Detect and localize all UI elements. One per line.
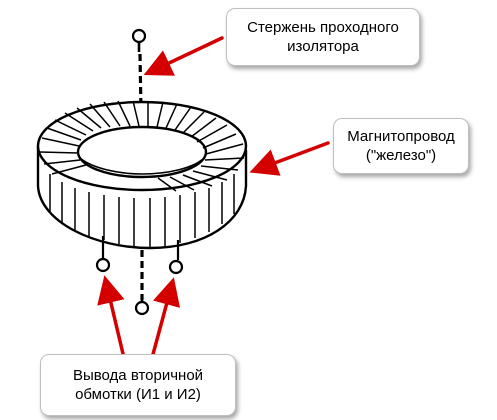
lead-i1 xyxy=(95,236,111,273)
rod-bottom-terminal xyxy=(134,300,150,316)
arrow-core xyxy=(249,141,330,176)
callout-rod-line2: изолятора xyxy=(287,38,359,55)
arrow-rod xyxy=(143,36,224,76)
callout-leads-line1: Вывода вторичной xyxy=(72,367,204,384)
callout-rod-line1: Стержень проходного xyxy=(247,19,399,36)
arrow-lead-i1 xyxy=(97,275,126,360)
winding-lines-top xyxy=(39,100,245,192)
callout-core-line1: Магнитопровод xyxy=(347,128,455,145)
lead-i2 xyxy=(168,240,184,275)
callout-core-line2: ("железо") xyxy=(365,147,437,164)
callout-leads: Вывода вторичной обмотки (И1 и И2) xyxy=(40,354,236,416)
magnetic-core xyxy=(36,100,248,250)
callout-core: Магнитопровод ("железо") xyxy=(333,118,469,174)
winding-lines-side xyxy=(49,174,235,247)
callout-rod: Стержень проходного изолятора xyxy=(226,8,420,66)
rod-top-terminal xyxy=(131,28,147,52)
callout-leads-line2: обмотки (И1 и И2) xyxy=(75,386,201,403)
arrows xyxy=(97,36,330,360)
arrow-lead-i2 xyxy=(150,277,181,360)
